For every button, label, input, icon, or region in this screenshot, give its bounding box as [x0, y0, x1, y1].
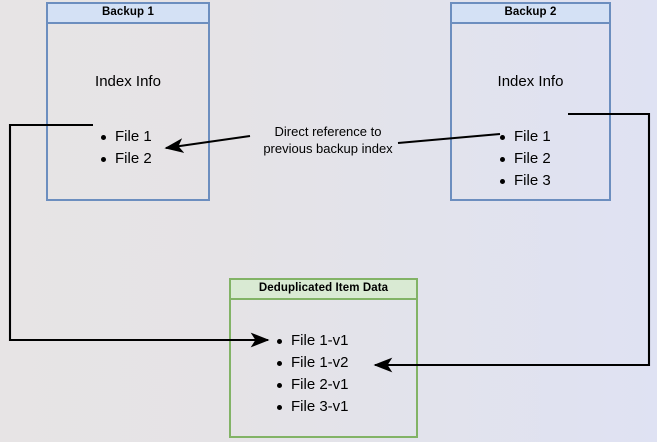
list-item: File 2	[500, 148, 551, 170]
list-item: File 3	[500, 170, 551, 192]
backup-1-file-list: File 1 File 2	[101, 126, 152, 170]
backup-2-box[interactable]: Backup 2 Index Info File 1 File 2 File 3	[450, 2, 611, 201]
list-item: File 2	[101, 148, 152, 170]
list-item: File 1	[101, 126, 152, 148]
list-item: File 3-v1	[277, 396, 349, 418]
list-item: File 1-v1	[277, 330, 349, 352]
backup-1-index-info-label: Index Info	[95, 73, 161, 90]
backup-1-box[interactable]: Backup 1 Index Info File 1 File 2	[46, 2, 210, 201]
deduplicated-item-data-box[interactable]: Deduplicated Item Data File 1-v1 File 1-…	[229, 278, 418, 438]
direct-reference-caption-line-1: Direct reference to	[274, 124, 382, 139]
list-item: File 1	[500, 126, 551, 148]
list-item: File 1-v2	[277, 352, 349, 374]
direct-reference-caption-line-2: previous backup index	[263, 141, 393, 156]
backup-2-file-list: File 1 File 2 File 3	[500, 126, 551, 192]
backup-2-body: Index Info File 1 File 2 File 3	[452, 24, 609, 199]
backup-1-body: Index Info File 1 File 2	[48, 24, 208, 199]
direct-reference-caption: Direct reference to previous backup inde…	[253, 123, 403, 157]
deduplicated-item-data-header: Deduplicated Item Data	[231, 280, 416, 300]
backup-1-header: Backup 1	[48, 4, 208, 24]
dedup-file-list: File 1-v1 File 1-v2 File 2-v1 File 3-v1	[277, 330, 349, 418]
list-item: File 2-v1	[277, 374, 349, 396]
backup-2-index-info-label: Index Info	[497, 73, 564, 90]
deduplicated-item-data-body: File 1-v1 File 1-v2 File 2-v1 File 3-v1	[231, 300, 416, 436]
backup-2-header: Backup 2	[452, 4, 609, 24]
